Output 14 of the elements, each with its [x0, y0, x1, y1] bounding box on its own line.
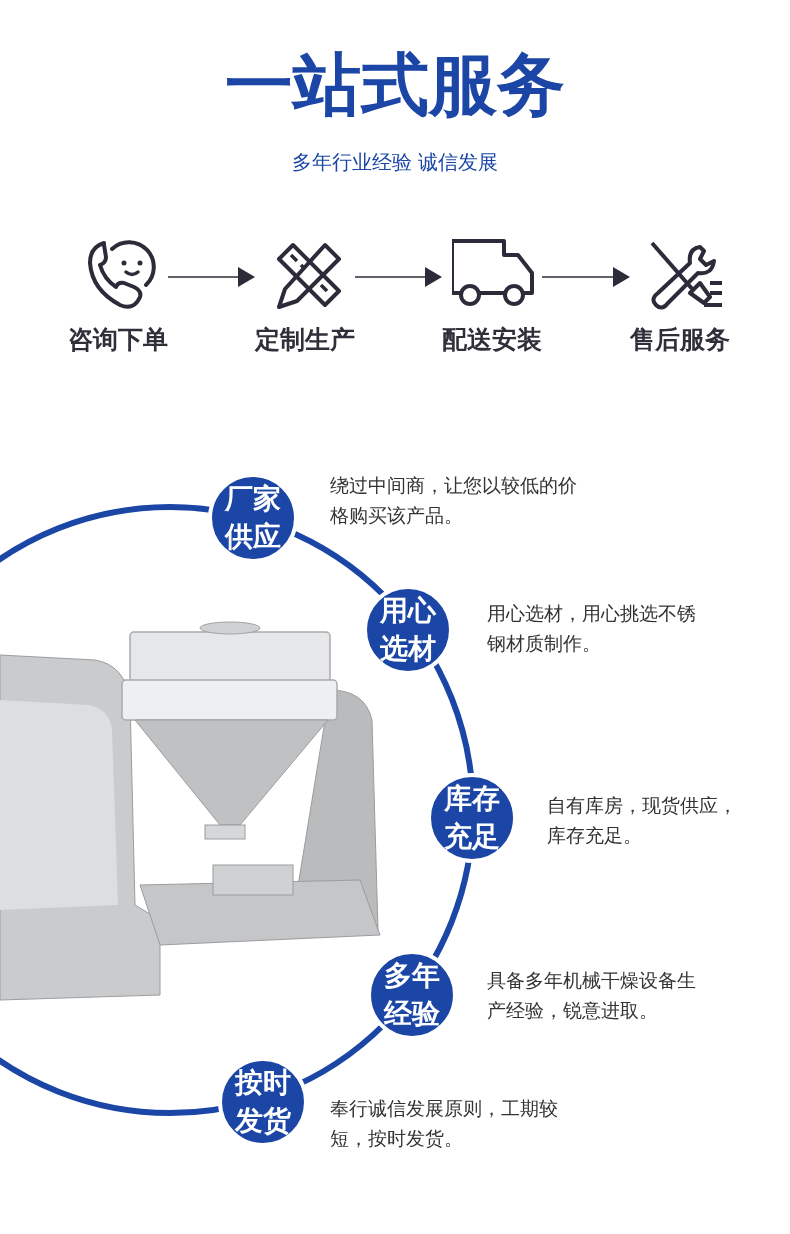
step-label: 咨询下单: [67, 324, 169, 356]
step-label: 定制生产: [253, 324, 356, 356]
step-label: 售后服务: [629, 324, 731, 356]
feature-description: 自有库房，现货供应，库存充足。: [547, 793, 738, 848]
feature-description: 绕过中间商，让您以较低的价格购买该产品。: [330, 473, 578, 528]
feature-description: 具备多年机械干燥设备生产经验，锐意进取。: [487, 968, 697, 1023]
feature-description: 奉行诚信发展原则，工期较短，按时发货。: [330, 1096, 559, 1151]
title: 一站式服务: [224, 45, 566, 125]
arrow: [354, 267, 442, 287]
feature-description: 用心选材，用心挑选不锈钢材质制作。: [487, 601, 697, 656]
arrow: [541, 267, 630, 287]
step-label: 配送安装: [441, 324, 543, 356]
subtitle: 多年行业经验 诚信发展: [290, 149, 500, 176]
arrow: [167, 267, 255, 287]
